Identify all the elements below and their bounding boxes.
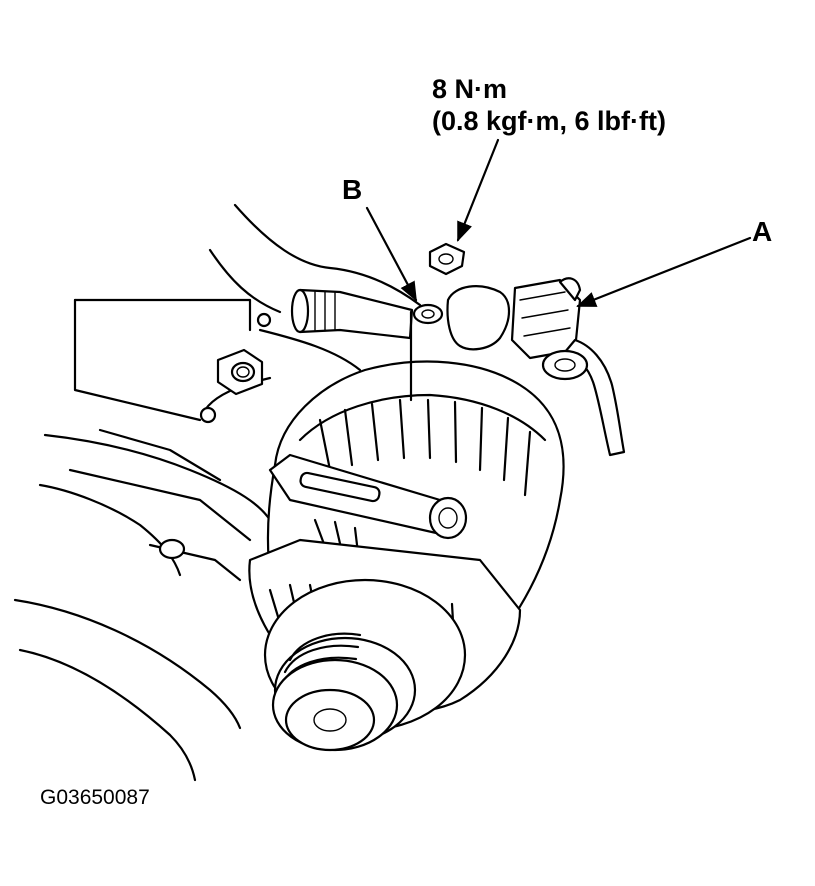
alternator-pulley [263, 578, 467, 752]
label-a-leader-arrow [576, 236, 752, 308]
label-b-leader-arrow [365, 206, 418, 302]
torque-value: 8 N·m [432, 74, 508, 104]
bracket-bolt [158, 312, 272, 560]
terminal-nut [428, 242, 466, 276]
callout-label-a: A [752, 216, 773, 247]
terminal-eyelet [409, 303, 444, 402]
callout-label-b: B [342, 174, 363, 205]
torque-conversion: (0.8 kgf·m, 6 lbf·ft) [432, 106, 666, 136]
figure-id: G03650087 [40, 786, 150, 809]
callout-leaders [365, 138, 752, 308]
hose-left [290, 288, 414, 340]
torque-leader-arrow [456, 138, 500, 242]
connector-and-harness [446, 277, 626, 457]
